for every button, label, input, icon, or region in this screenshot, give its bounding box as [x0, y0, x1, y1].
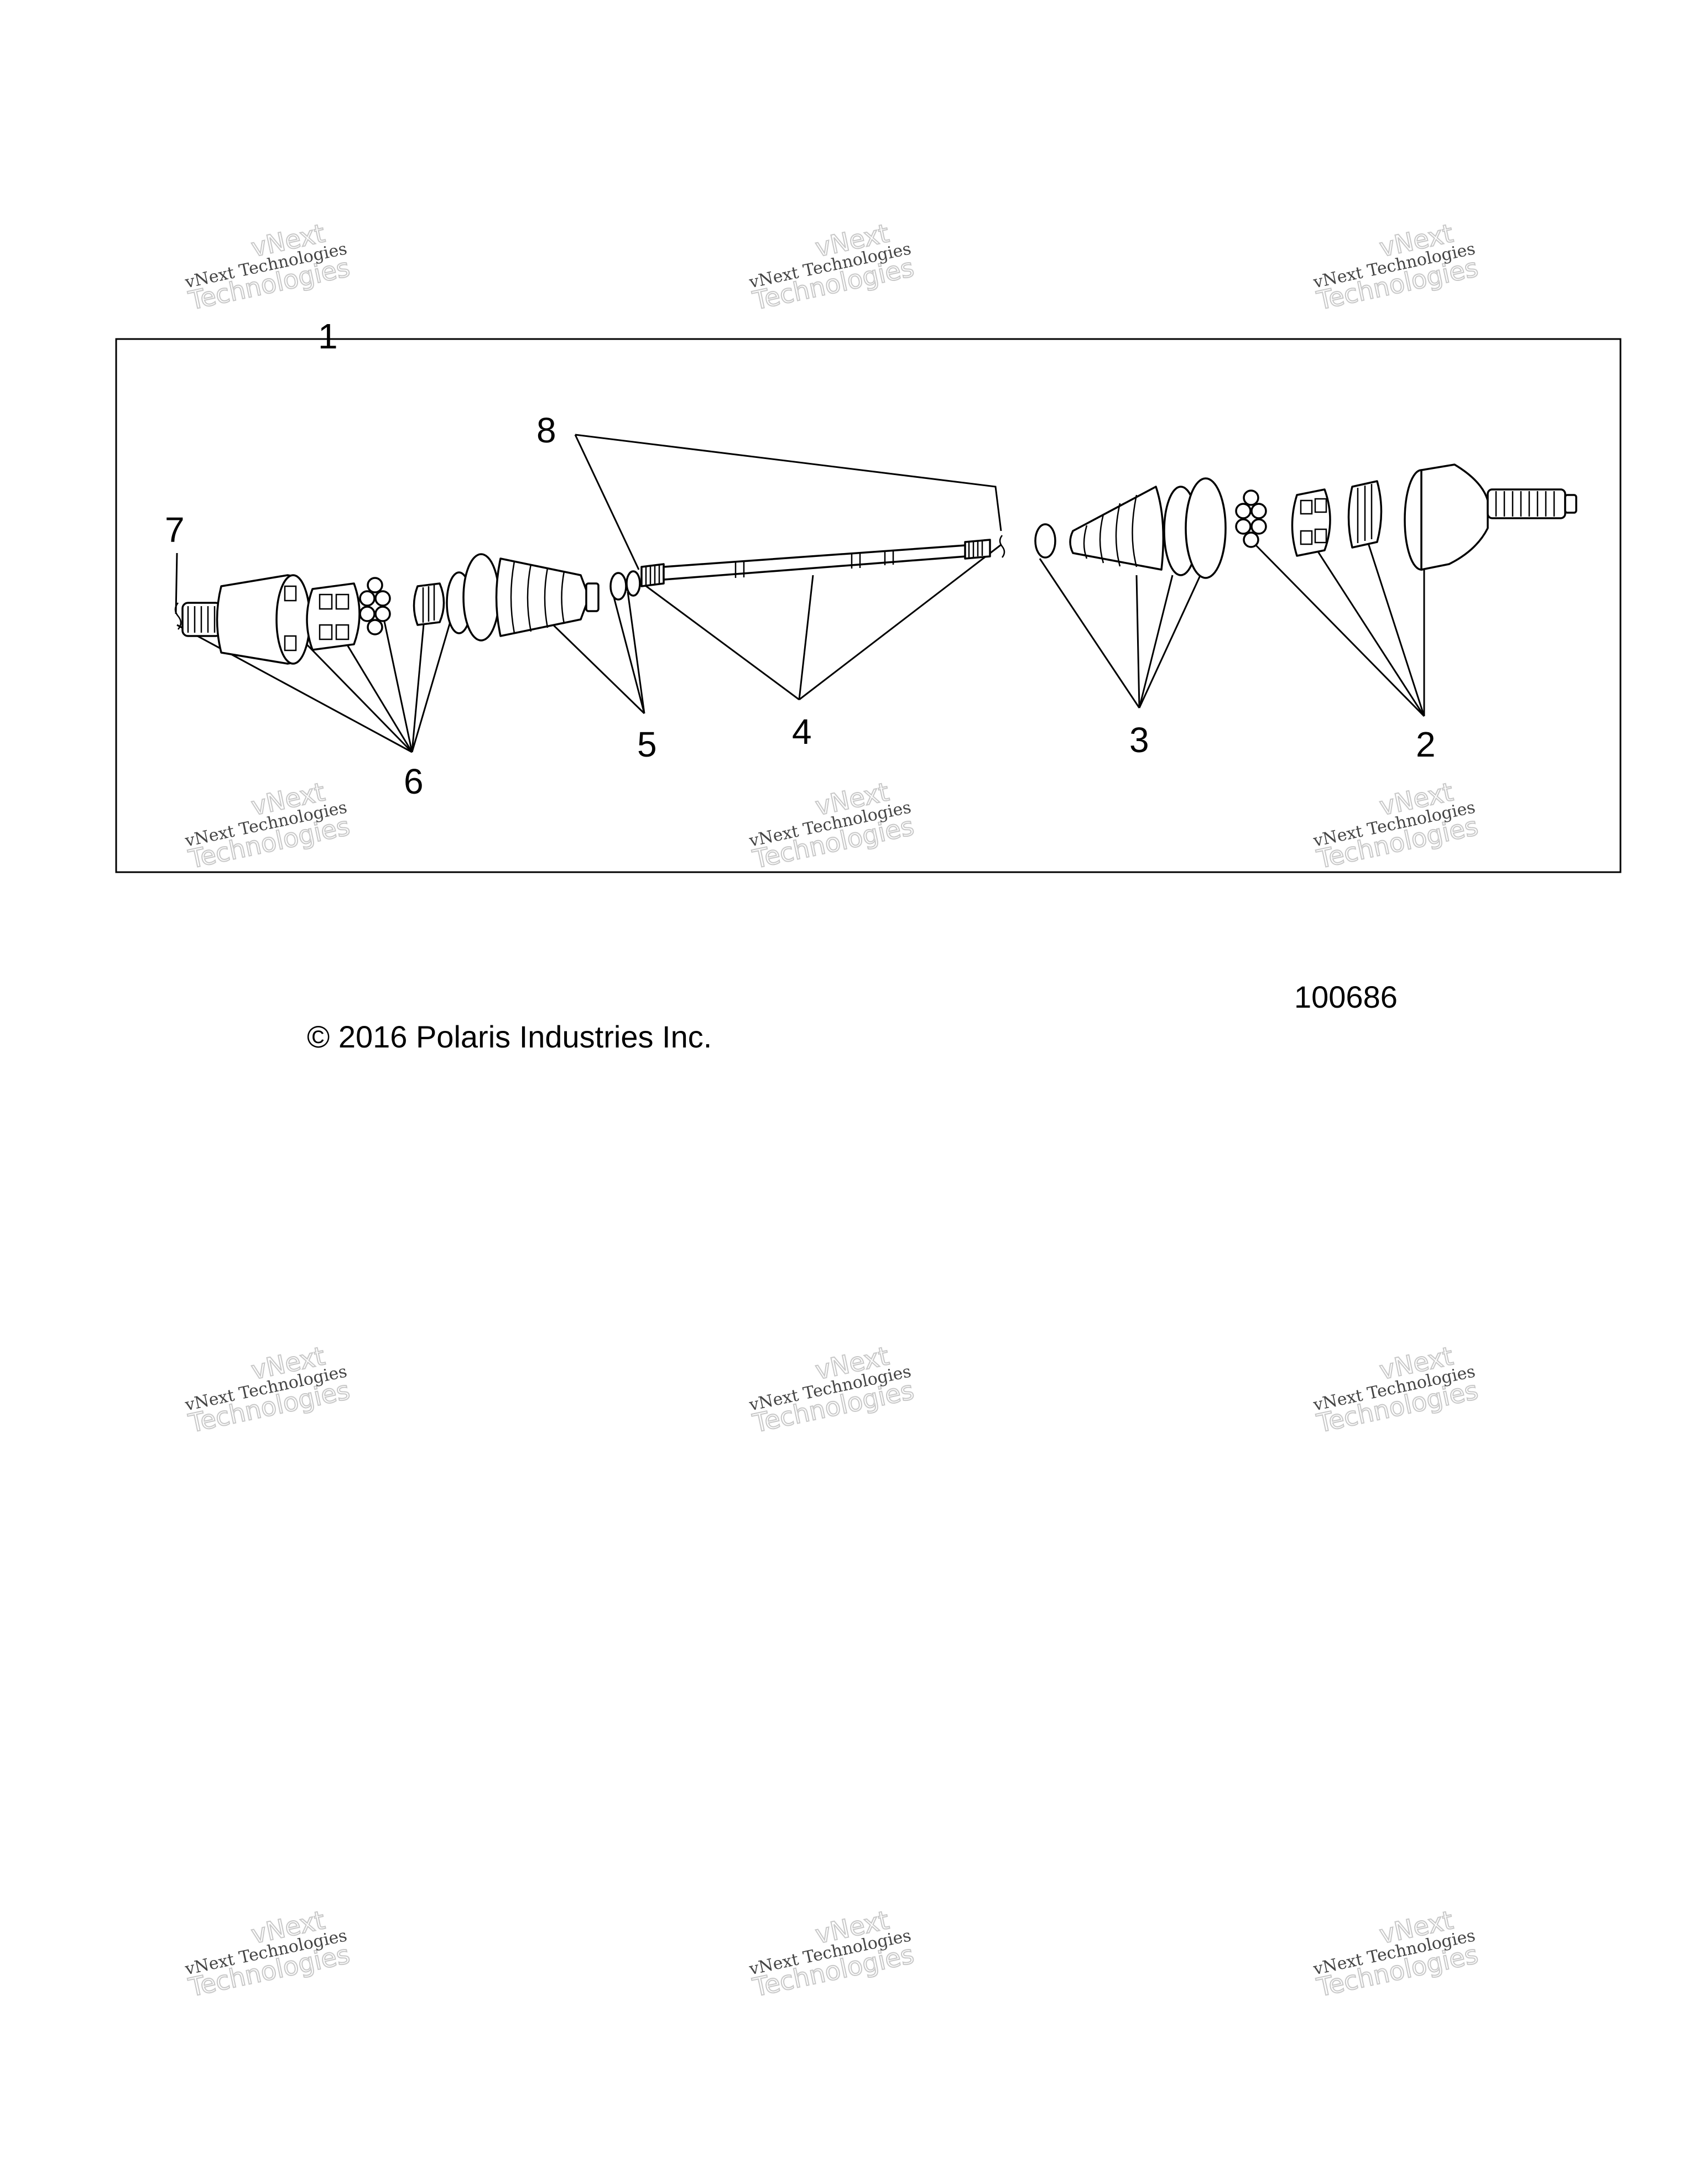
axle-shaft	[640, 539, 991, 587]
callout-6: 6	[404, 762, 424, 801]
callout-5: 5	[637, 724, 657, 764]
watermark: Technologies vNext vNext Technologies	[183, 217, 353, 316]
bearing-cage-inner	[306, 582, 361, 651]
small-clamp-a	[609, 572, 627, 601]
bearing-balls-inner	[359, 577, 391, 635]
watermark: Technologies vNext vNext Technologies	[747, 217, 917, 316]
callout-1: 1	[318, 316, 338, 356]
bearing-cage-outer	[1291, 488, 1331, 557]
watermark: Technologies vNext vNext Technologies	[747, 776, 917, 874]
watermark: Technologies vNext vNext Technologies	[183, 776, 353, 874]
callout-3: 3	[1129, 720, 1149, 760]
leader-lines	[175, 434, 1425, 753]
watermark: Technologies vNext vNext Technologies	[183, 1904, 353, 2003]
copyright-notice: © 2016 Polaris Industries Inc.	[307, 1019, 712, 1054]
watermark: Technologies vNext vNext Technologies	[747, 1340, 917, 1438]
outer-race	[1347, 480, 1383, 549]
assembly-frame	[115, 338, 1622, 873]
outer-cv-housing	[1404, 463, 1577, 571]
inner-race	[413, 582, 445, 626]
watermark: Technologies vNext vNext Technologies	[1311, 217, 1481, 316]
axle-parts	[174, 463, 1577, 665]
figure-number: 100686	[1294, 979, 1398, 1014]
inner-cv-housing	[181, 574, 311, 665]
clamp-inner-large	[462, 553, 500, 642]
cv-boot-inner	[495, 557, 600, 637]
bearing-balls-outer	[1235, 489, 1267, 548]
watermark: Technologies vNext vNext Technologies	[747, 1904, 917, 2003]
watermark: Technologies vNext vNext Technologies	[183, 1340, 353, 1438]
callout-4: 4	[792, 712, 812, 752]
callout-7: 7	[165, 510, 185, 550]
small-clamp-b	[626, 570, 641, 597]
watermarks: Technologies vNext vNext Technologies Te…	[183, 217, 1481, 2003]
watermark: Technologies vNext vNext Technologies	[1311, 776, 1481, 874]
watermark: Technologies vNext vNext Technologies	[1311, 1340, 1481, 1438]
watermark: Technologies vNext vNext Technologies	[1311, 1904, 1481, 2003]
snap-ring-shaft	[999, 535, 1005, 558]
callout-2: 2	[1416, 724, 1436, 764]
cv-boot-outer	[1034, 477, 1227, 579]
snap-ring-outer	[174, 602, 182, 630]
callout-8: 8	[536, 410, 556, 450]
